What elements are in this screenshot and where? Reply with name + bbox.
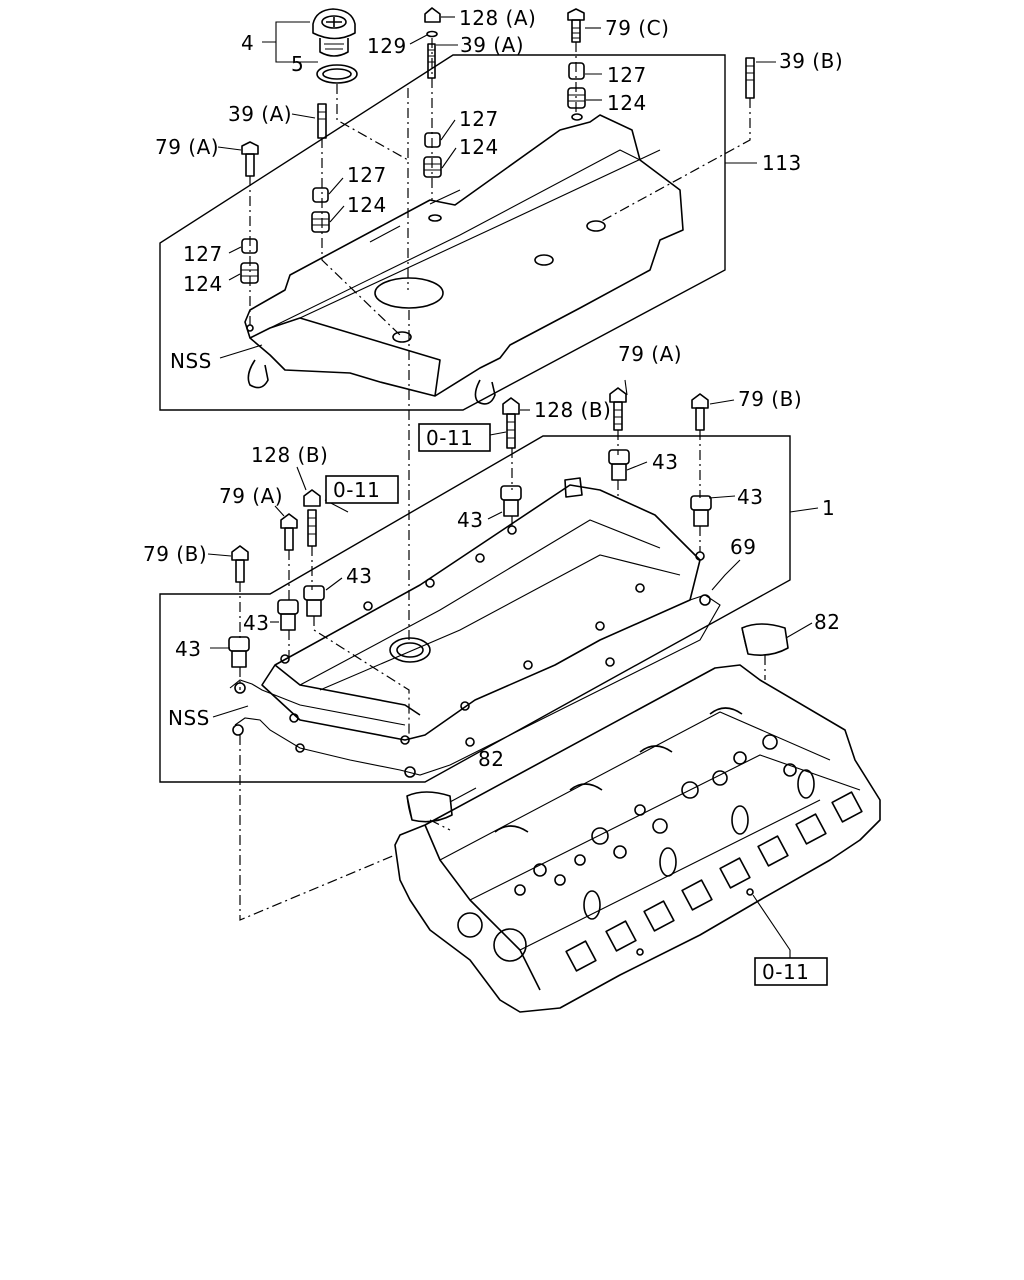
label-39a-left: 39 (A) [228,102,292,126]
label-128b-left: 128 (B) [251,443,328,467]
label-43-c: 43 [457,508,483,532]
label-5: 5 [291,52,304,76]
label-43-l1: 43 [346,564,372,588]
ref-box-3: 0-11 [754,957,828,986]
label-43-l2: 43 [243,611,269,635]
label-79a-lower: 79 (A) [219,484,283,508]
ref-box-1: 0-11 [418,423,491,452]
label-124-mid: 124 [459,135,499,159]
ref-box-1-label: 0-11 [426,426,473,450]
seal-ring [316,64,358,84]
part-labels: 4 5 128 (A) 129 39 (A) 79 (C) 127 124 39… [143,6,843,771]
grommet-124-c [311,211,330,233]
leader-lines [207,16,819,958]
label-127-mid: 127 [459,107,499,131]
bolt-79c [567,8,585,43]
head-cover-113 [244,113,684,405]
label-124-l: 124 [183,272,223,296]
label-39b: 39 (B) [779,49,843,73]
gasket-nss [229,594,721,778]
label-39a-top: 39 (A) [460,33,524,57]
label-128b-right: 128 (B) [534,398,611,422]
label-124-c: 124 [347,193,387,217]
label-4: 4 [241,31,254,55]
nut-128b-left [303,489,321,547]
bolt-79a-left [241,141,259,177]
label-113: 113 [762,151,802,175]
bolt-79b-left [231,545,249,583]
label-43-l3: 43 [175,637,201,661]
cylinder-head [394,664,881,1013]
label-79a-left: 79 (A) [155,135,219,159]
label-124-top: 124 [607,91,647,115]
bolt-79a-lower [280,513,298,551]
label-82-left: 82 [478,747,504,771]
grommet-127-c [312,187,329,203]
stud-39b [745,57,755,99]
label-nss-bottom: NSS [168,706,210,730]
label-82-right: 82 [814,610,840,634]
ref-box-2-label: 0-11 [333,478,380,502]
label-nss-top: NSS [170,349,212,373]
label-79b-right: 79 (B) [738,387,802,411]
spacer-43-l3 [228,636,250,668]
frame-1 [159,435,791,783]
label-79b-left: 79 (B) [143,542,207,566]
label-69: 69 [730,535,756,559]
label-79c: 79 (C) [605,16,669,40]
spacer-43-l2 [277,599,299,631]
spacer-43-r2 [690,495,712,527]
label-79a-right: 79 (A) [618,342,682,366]
spacer-43-r1 [608,449,630,481]
bolt-79b-right [691,393,709,431]
alignment-lines [239,38,766,921]
spacer-43-c [500,485,522,517]
nut-128a [424,7,441,38]
rubber-plug-82-right [741,623,789,656]
bolt-79a-right [609,387,627,431]
stud-39a-left [317,103,327,139]
label-127-top: 127 [607,63,647,87]
ref-box-2: 0-11 [325,475,399,504]
label-129: 129 [367,34,407,58]
rubber-plug-82-left [406,791,453,823]
label-1: 1 [822,496,835,520]
label-43-r1: 43 [652,450,678,474]
label-127-l: 127 [183,242,223,266]
spacer-43-l1 [303,585,325,617]
cylinder-head-cover-1 [261,477,705,745]
label-43-r2: 43 [737,485,763,509]
oil-filler-cap [312,8,356,57]
label-127-c: 127 [347,163,387,187]
ref-box-3-label: 0-11 [762,960,809,984]
label-128a: 128 (A) [459,6,536,30]
frame-113 [159,54,726,411]
nut-128b-right [502,397,520,449]
